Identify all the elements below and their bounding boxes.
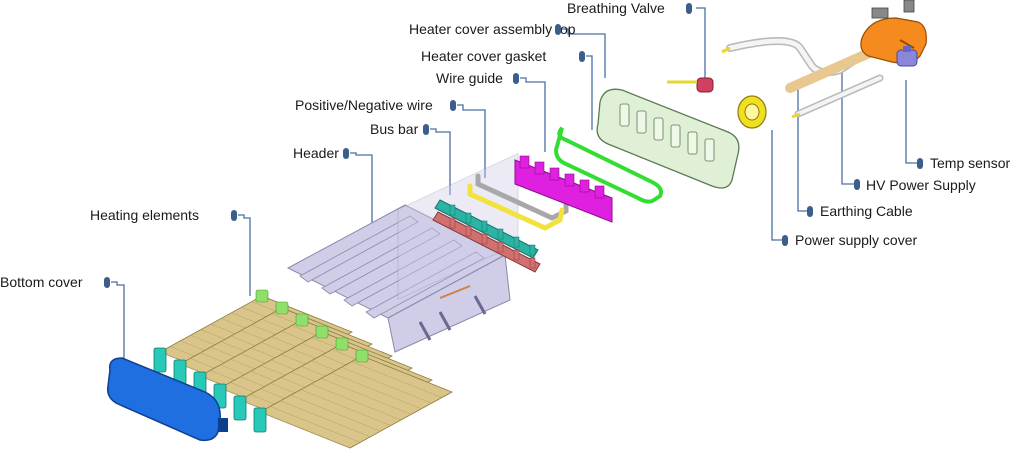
marker-heating-elements (231, 210, 237, 221)
marker-pos-neg-wire (450, 100, 456, 111)
leader-breathing-valve (696, 7, 706, 82)
label-heating-elements: Heating elements (90, 207, 199, 223)
marker-bus-bar (423, 124, 429, 135)
power-supply-cover-part (737, 95, 767, 129)
bus-bar-part (432, 199, 541, 273)
leader-heater-cover-gasket (586, 55, 593, 130)
marker-hv-power-supply (854, 179, 860, 190)
breathing-valve-part (667, 77, 714, 93)
marker-bottom-cover (104, 277, 110, 288)
hv-power-supply-part (721, 0, 927, 119)
label-temp-sensor: Temp sensor (930, 155, 1011, 171)
temp-sensor-part (896, 46, 918, 67)
leader-bottom-cover (111, 281, 125, 362)
leader-pos-neg-wire (457, 104, 486, 178)
heater-cover-top-part (596, 88, 740, 189)
label-header: Header (293, 145, 339, 161)
label-wire-guide: Wire guide (436, 70, 503, 86)
label-pos-neg-wire: Positive/Negative wire (295, 97, 433, 113)
leader-hv-power-supply (841, 62, 857, 185)
leader-bus-bar (430, 128, 451, 195)
label-earthing-cable: Earthing Cable (820, 203, 913, 219)
marker-power-supply-cover (782, 235, 788, 246)
pos-neg-wire-part (467, 173, 569, 231)
wire-guide-part (514, 155, 613, 223)
label-hv-power-supply: HV Power Supply (866, 177, 976, 193)
leader-temp-sensor (905, 80, 920, 164)
label-breathing-valve: Breathing Valve (567, 0, 665, 16)
marker-earthing-cable (807, 206, 813, 217)
marker-heater-cover-top (555, 24, 561, 35)
marker-header (343, 148, 349, 159)
leader-header (350, 152, 373, 225)
leader-earthing-cable (797, 80, 810, 212)
leader-heater-cover-top (562, 28, 606, 78)
label-heater-cover-gasket: Heater cover gasket (421, 48, 547, 64)
marker-wire-guide (513, 73, 519, 84)
bottom-cover-part (106, 357, 228, 442)
heating-element-row (253, 349, 453, 449)
leader-power-supply-cover (771, 130, 785, 241)
label-heater-cover-top: Heater cover assembly top (409, 21, 576, 37)
leader-heating-elements (238, 214, 251, 296)
marker-heater-cover-gasket (579, 51, 585, 62)
heating-elements (153, 289, 453, 449)
label-bottom-cover: Bottom cover (0, 274, 83, 290)
label-power-supply-cover: Power supply cover (795, 232, 918, 248)
marker-temp-sensor (917, 158, 923, 169)
label-bus-bar: Bus bar (370, 121, 419, 137)
marker-breathing-valve (686, 3, 692, 14)
heater-cover-gasket-part (553, 126, 663, 204)
leader-wire-guide (520, 77, 546, 152)
